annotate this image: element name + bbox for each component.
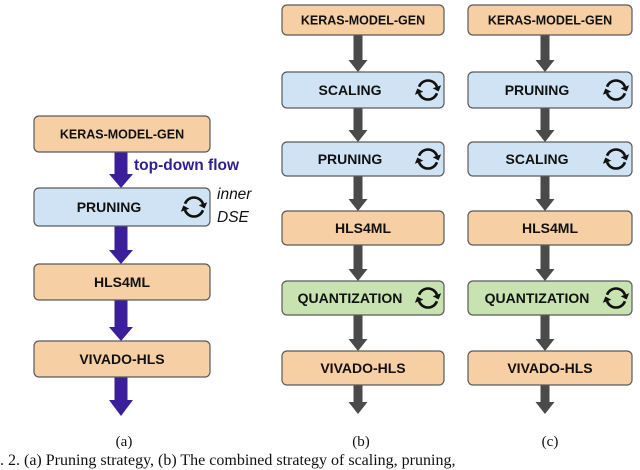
flow-arrow (348, 245, 368, 281)
loop-icon (414, 148, 442, 170)
stage-label: VIVADO-HLS (320, 360, 405, 376)
stage-label: HLS4ML (335, 220, 391, 236)
stage-label: SCALING (506, 151, 569, 167)
stage-label: HLS4ML (94, 274, 150, 290)
stage-pruning: PRUNING (467, 71, 633, 109)
loop-icon (414, 287, 442, 309)
loop-icon (602, 148, 630, 170)
flow-diagram: KERAS-MODEL-GEN PRUNING HLS4ML VIVADO-HLS to… (33, 4, 633, 450)
stage-pruning: PRUNING (281, 141, 445, 177)
flow-arrow (535, 385, 555, 414)
stage-vivado-hls: VIVADO-HLS (33, 340, 211, 378)
loop-icon (180, 196, 208, 218)
flow-arrow (109, 226, 133, 264)
stage-label: PRUNING (318, 151, 383, 167)
panel-label-a: (a) (116, 434, 133, 450)
stage-vivado-hls: VIVADO-HLS (467, 350, 633, 386)
stage-quantization: QUANTIZATION (281, 280, 445, 316)
stage-label: KERAS-MODEL-GEN (488, 14, 612, 28)
stage-scaling: SCALING (281, 71, 445, 109)
stage-scaling: SCALING (467, 141, 633, 177)
panel-c: KERAS-MODEL-GEN PRUNING SCALING HLS4ML QUANT… (467, 4, 633, 450)
loop-icon (602, 79, 630, 101)
dse-label-line2: DSE (217, 209, 250, 226)
flow-arrow (535, 176, 555, 211)
stage-label: PRUNING (505, 82, 570, 98)
flow-arrow (348, 35, 368, 72)
dse-label-line1: inner (217, 186, 252, 203)
flow-arrow (535, 35, 555, 72)
stage-label: QUANTIZATION (485, 290, 590, 306)
flow-arrow (109, 152, 133, 188)
flow-label: top-down flow (134, 157, 240, 174)
stage-label: QUANTIZATION (298, 290, 403, 306)
stage-keras-model-gen: KERAS-MODEL-GEN (281, 4, 445, 36)
stage-label: KERAS-MODEL-GEN (301, 14, 425, 28)
stage-vivado-hls: VIVADO-HLS (281, 350, 445, 386)
panel-label-c: (c) (542, 434, 559, 450)
stage-hls4ml: HLS4ML (467, 210, 633, 246)
stage-hls4ml: HLS4ML (281, 210, 445, 246)
panel-a: KERAS-MODEL-GEN PRUNING HLS4ML VIVADO-HLS to… (33, 115, 252, 450)
stage-label: HLS4ML (522, 220, 578, 236)
flow-arrow (535, 245, 555, 281)
flow-arrow (535, 108, 555, 142)
stage-label: PRUNING (77, 199, 142, 215)
stage-keras-model-gen: KERAS-MODEL-GEN (33, 115, 211, 153)
flow-arrow (348, 385, 368, 414)
flow-arrow (535, 315, 555, 351)
flow-arrow (348, 176, 368, 211)
figure-caption: g. 2. (a) Pruning strategy, (b) The comb… (0, 452, 456, 469)
stage-keras-model-gen: KERAS-MODEL-GEN (467, 4, 633, 36)
loop-icon (602, 287, 630, 309)
stage-label: KERAS-MODEL-GEN (60, 128, 184, 142)
panel-label-b: (b) (352, 434, 370, 450)
flow-arrow (109, 377, 133, 416)
stage-label: SCALING (319, 82, 382, 98)
stage-pruning: PRUNING (33, 187, 211, 227)
stage-label: VIVADO-HLS (507, 360, 592, 376)
stage-quantization: QUANTIZATION (467, 280, 633, 316)
stage-hls4ml: HLS4ML (33, 263, 211, 301)
flow-arrow (348, 108, 368, 142)
flow-arrow (348, 315, 368, 351)
loop-icon (414, 79, 442, 101)
stage-label: VIVADO-HLS (79, 351, 164, 367)
flow-arrow (109, 300, 133, 341)
panel-b: KERAS-MODEL-GEN SCALING PRUNING HLS4ML QUANT… (281, 4, 445, 450)
